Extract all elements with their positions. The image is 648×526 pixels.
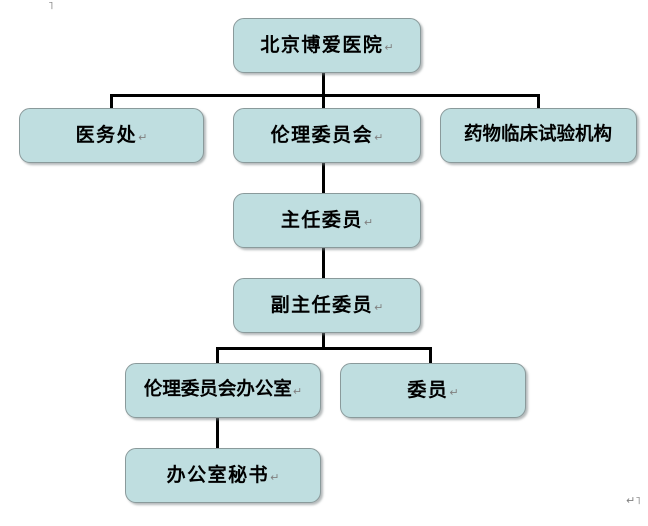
node-hospital[interactable]: 北京博爱医院↵ — [233, 18, 421, 73]
node-medical-affairs-label: 医务处↵ — [75, 125, 148, 146]
pilcrow-icon: ↵ — [270, 471, 280, 484]
node-office-secretary-label: 办公室秘书↵ — [166, 465, 280, 486]
pilcrow-icon: ↵ — [384, 41, 394, 54]
pilcrow-icon: ↵ — [374, 301, 384, 314]
connector-office-to-secretary — [216, 418, 219, 449]
connector-vice-chairman-stem — [322, 333, 325, 350]
pilcrow-icon: ↵ — [292, 385, 303, 399]
connector-level2-bus — [110, 94, 540, 97]
node-chairman-label: 主任委员↵ — [280, 210, 374, 231]
connector-chairman-to-vice-chairman — [322, 248, 325, 279]
pilcrow-icon: ↵ — [449, 386, 459, 399]
node-ethics-committee[interactable]: 伦理委员会↵ — [233, 108, 421, 163]
node-ethics-office-label: 伦理委员会办公室↵ — [143, 380, 303, 401]
connector-hospital-stem — [322, 73, 325, 97]
node-hospital-label: 北京博爱医院↵ — [260, 35, 394, 56]
node-office-secretary[interactable]: 办公室秘书↵ — [125, 448, 321, 503]
connector-drop-ethics-office — [216, 347, 219, 365]
stray-mark-bottom-right: ↵˥ — [626, 494, 641, 507]
connector-drop-medical-affairs — [110, 94, 113, 110]
node-ethics-committee-label: 伦理委员会↵ — [270, 125, 384, 146]
node-medical-affairs[interactable]: 医务处↵ — [19, 108, 204, 163]
node-chairman[interactable]: 主任委员↵ — [233, 193, 421, 248]
pilcrow-icon: ↵ — [363, 216, 374, 229]
connector-ethics-to-chairman — [322, 163, 325, 194]
stray-mark-top-left: ˥ — [48, 0, 54, 12]
node-vice-chairman-label: 副主任委员↵ — [270, 295, 384, 316]
node-member-label: 委员↵ — [407, 380, 459, 401]
connector-drop-drug-trial-institution — [537, 94, 540, 110]
pilcrow-icon: ↵ — [138, 131, 148, 144]
connector-drop-member — [429, 347, 432, 365]
node-ethics-office[interactable]: 伦理委员会办公室↵ — [125, 363, 321, 418]
node-drug-trial-institution[interactable]: 药物临床试验机构 — [440, 108, 637, 163]
node-member[interactable]: 委员↵ — [340, 363, 526, 418]
node-vice-chairman[interactable]: 副主任委员↵ — [233, 278, 421, 333]
node-drug-trial-institution-label: 药物临床试验机构 — [463, 125, 612, 146]
connector-level5-bus — [216, 347, 432, 350]
connector-drop-ethics-committee — [322, 94, 325, 110]
pilcrow-icon: ↵ — [374, 131, 384, 144]
